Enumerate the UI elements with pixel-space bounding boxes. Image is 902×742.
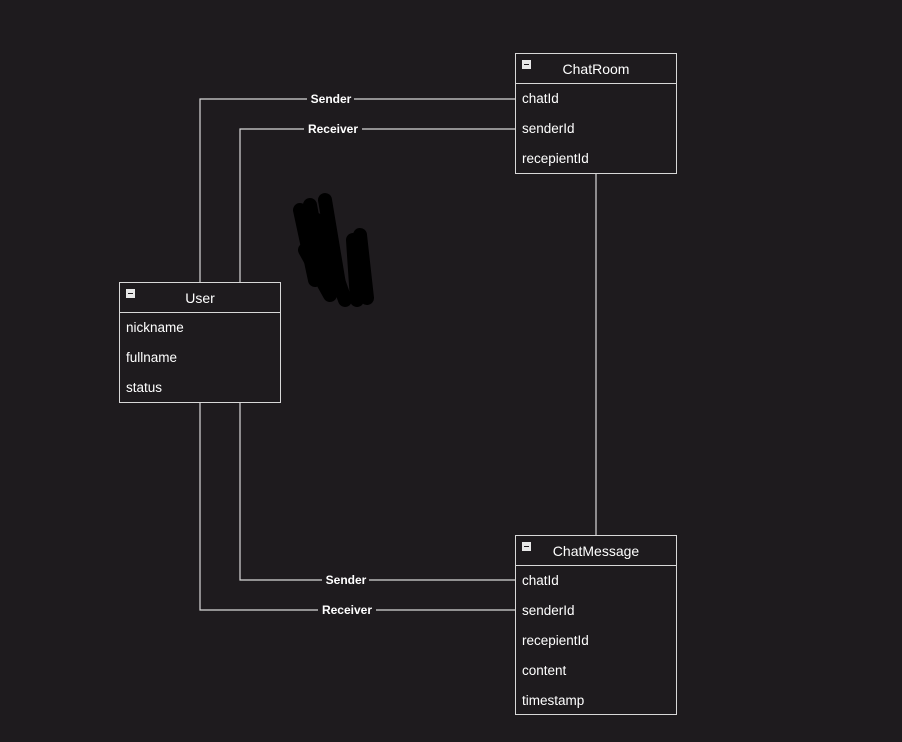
edge-user-chatmessage-sender[interactable] xyxy=(239,403,516,581)
edge-label-receiver-bottom: Receiver xyxy=(322,603,372,617)
field-chatid[interactable]: chatId xyxy=(522,573,559,588)
collapse-icon[interactable] xyxy=(522,60,531,69)
field-senderid[interactable]: senderId xyxy=(522,603,575,618)
edge-label-sender-top: Sender xyxy=(311,92,352,106)
edge-label-bg xyxy=(304,122,362,136)
entity-chatmessage-header[interactable]: ChatMessage xyxy=(516,536,676,566)
edge-label-bg xyxy=(307,92,354,106)
edge-label-bg xyxy=(318,603,376,617)
field-timestamp[interactable]: timestamp xyxy=(522,693,585,708)
entity-chatmessage-title: ChatMessage xyxy=(552,542,640,559)
edge-user-chatmessage-receiver[interactable] xyxy=(199,403,516,611)
edge-user-chatroom-sender[interactable] xyxy=(199,98,516,283)
field-content[interactable]: content xyxy=(522,663,567,678)
edge-label-bg xyxy=(322,573,369,587)
field-status[interactable]: status xyxy=(126,380,163,395)
field-fullname[interactable]: fullname xyxy=(126,350,178,365)
edge-label-sender-bottom: Sender xyxy=(326,573,367,587)
entity-chatroom-title: ChatRoom xyxy=(562,60,630,77)
entity-user-header[interactable]: User xyxy=(120,283,280,313)
edge-label-receiver-top: Receiver xyxy=(308,122,358,136)
collapse-icon[interactable] xyxy=(522,542,531,551)
redaction-scribble xyxy=(293,193,374,307)
field-senderid[interactable]: senderId xyxy=(522,121,575,136)
entity-chatroom[interactable]: ChatRoom chatId senderId recepientId xyxy=(515,53,677,174)
field-recepientid[interactable]: recepientId xyxy=(522,151,589,166)
collapse-icon[interactable] xyxy=(126,289,135,298)
field-recepientid[interactable]: recepientId xyxy=(522,633,589,648)
entity-user[interactable]: User nickname fullname status xyxy=(119,282,281,403)
entity-user-title: User xyxy=(185,289,215,306)
field-chatid[interactable]: chatId xyxy=(522,91,559,106)
edge-user-chatroom-receiver[interactable] xyxy=(239,128,516,283)
entity-chatroom-header[interactable]: ChatRoom xyxy=(516,54,676,84)
entity-chatmessage[interactable]: ChatMessage chatId senderId recepientId … xyxy=(515,535,677,715)
field-nickname[interactable]: nickname xyxy=(126,320,184,335)
